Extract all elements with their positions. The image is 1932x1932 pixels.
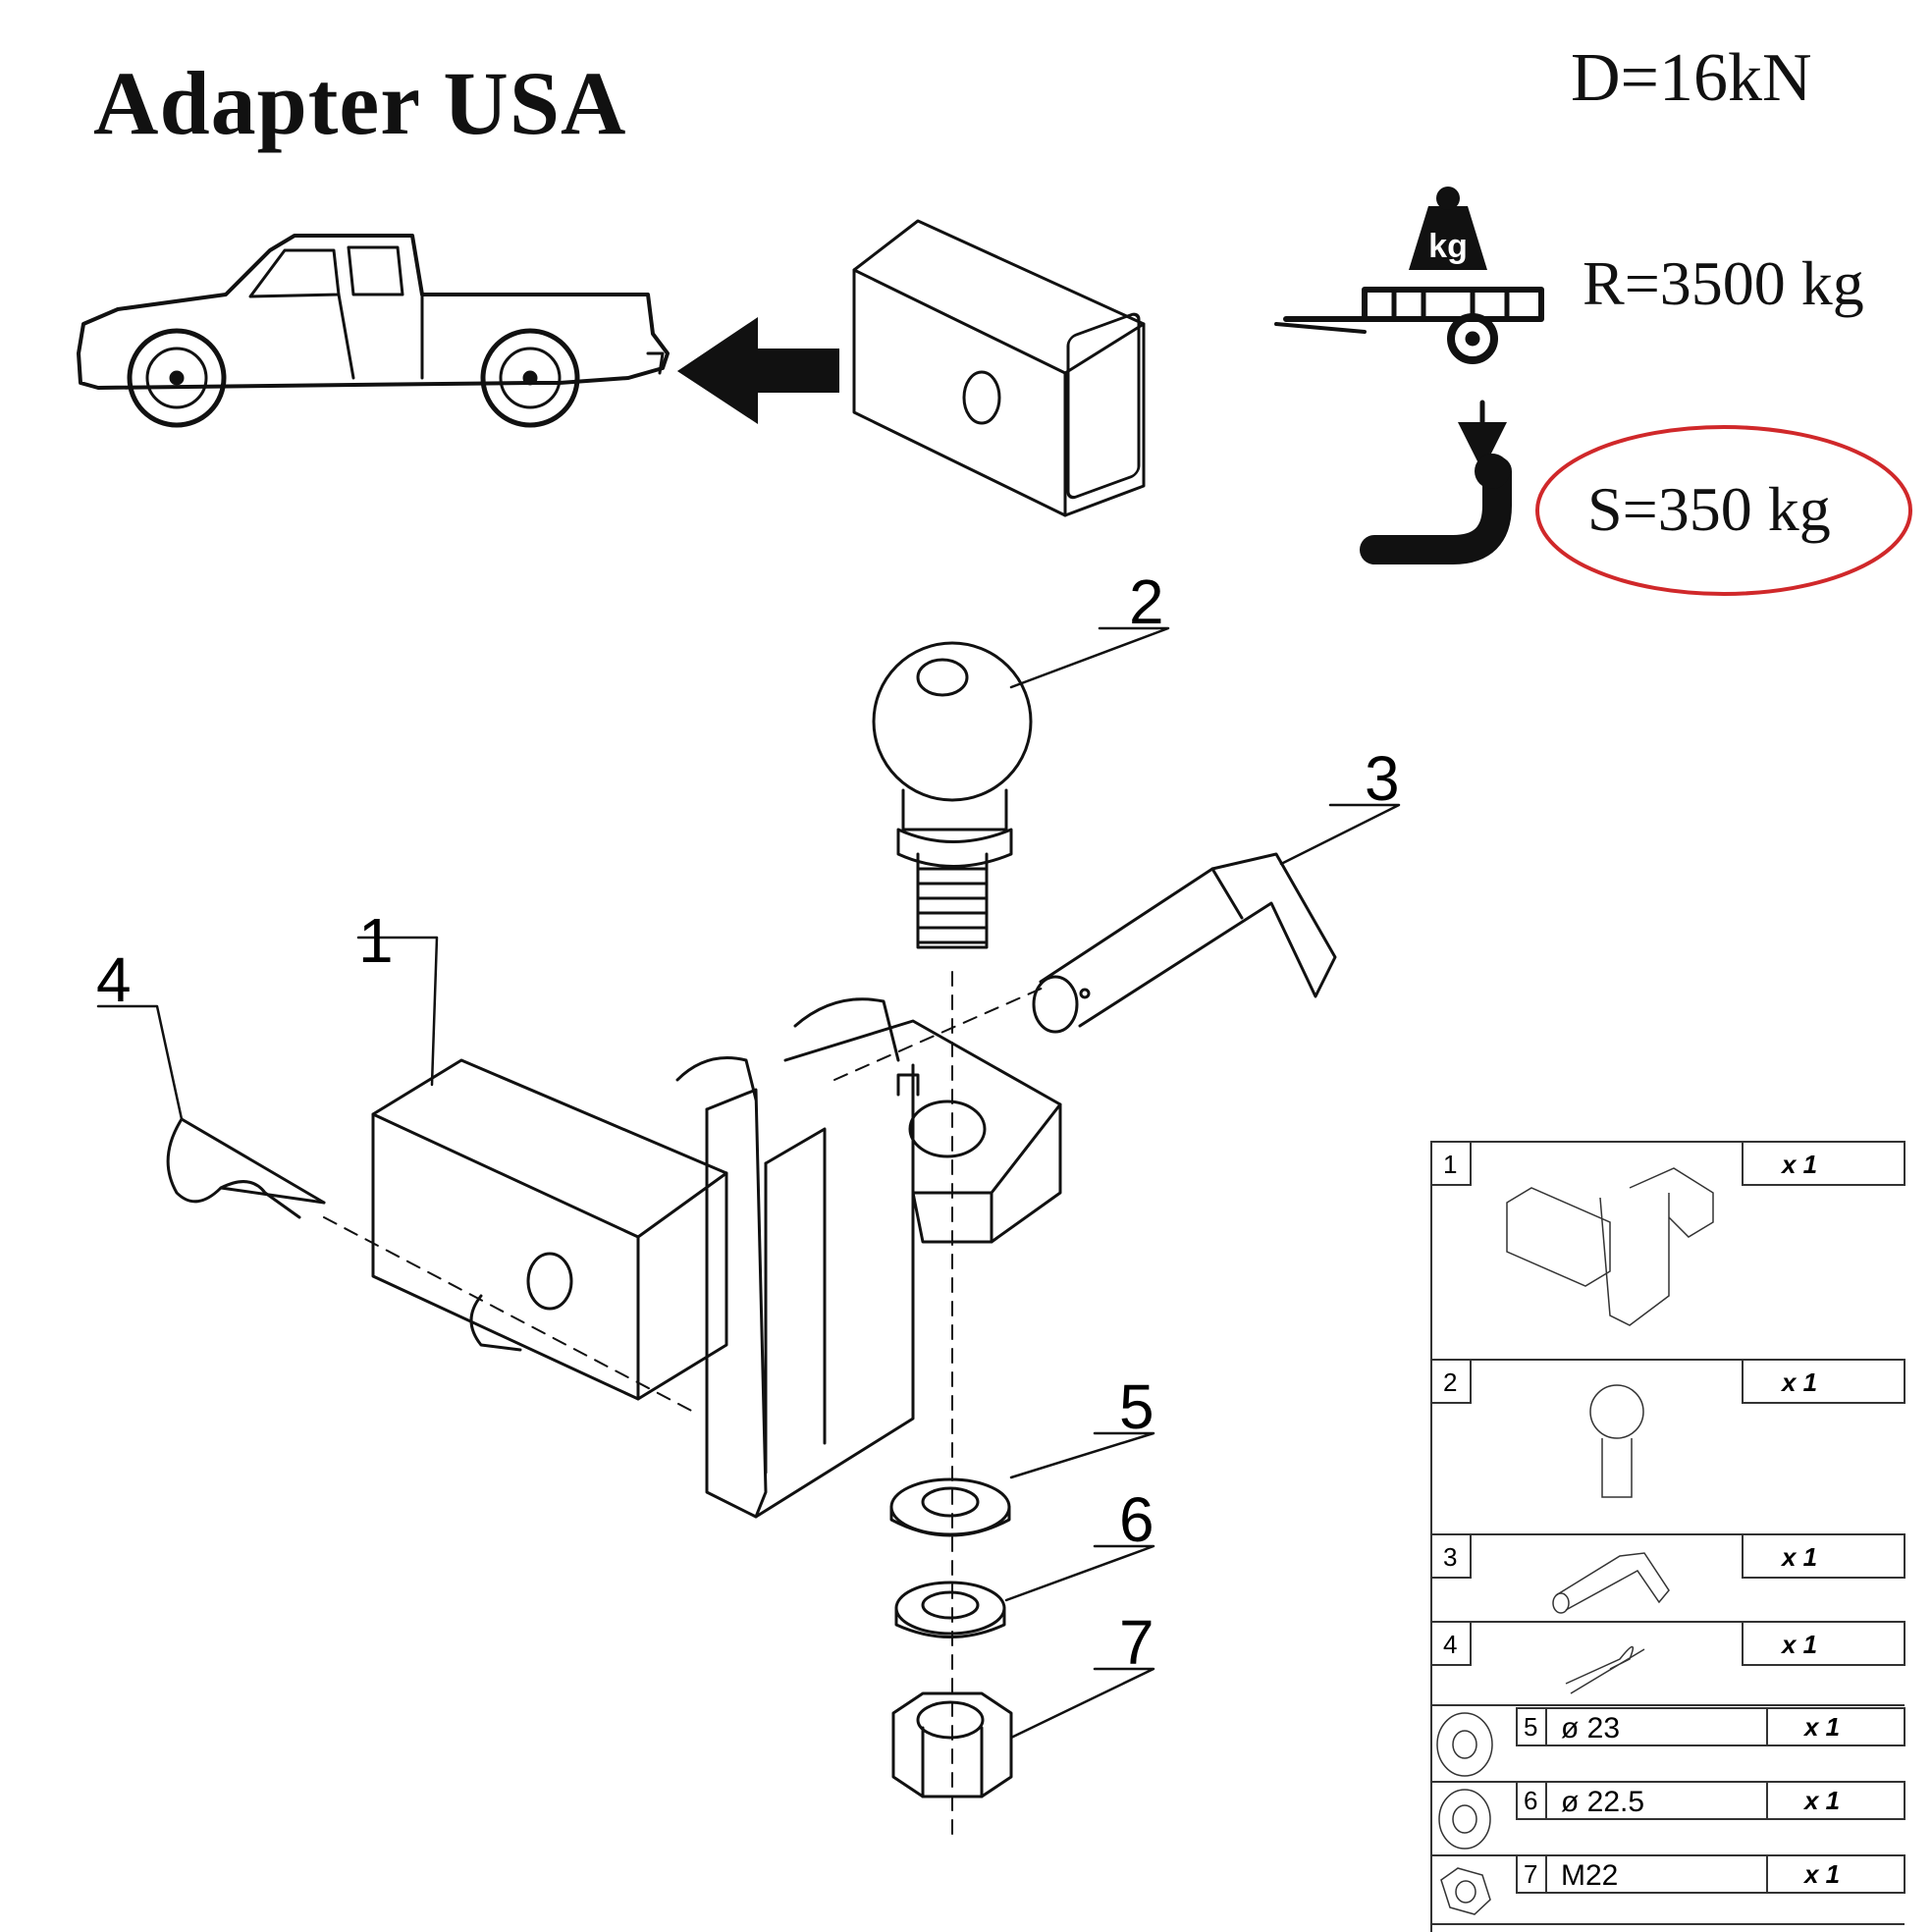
s-rating-highlight	[1535, 425, 1912, 596]
arrow-left-icon-head	[677, 317, 836, 424]
flat-washer-part	[889, 1477, 1011, 1537]
table-row-qty: x 1	[1780, 1150, 1817, 1179]
kg-label: kg	[1428, 228, 1468, 265]
receiver-tube-icon	[852, 219, 1146, 517]
callout-4: 4	[96, 944, 132, 1015]
table-row-qty: x 1	[1802, 1786, 1840, 1815]
trailer-weight-icon	[1274, 187, 1544, 364]
table-row-qty: x 1	[1802, 1712, 1840, 1742]
table-row-qty: x 1	[1780, 1542, 1817, 1572]
callout-1: 1	[358, 905, 394, 976]
spring-washer-part	[894, 1581, 1006, 1638]
hex-nut-part	[891, 1691, 1013, 1798]
parts-table	[1430, 1141, 1905, 1932]
table-row-num: 7	[1524, 1859, 1537, 1889]
thumb-ball-mount	[1506, 1167, 1714, 1326]
hitch-clip-part	[166, 1117, 326, 1219]
thumb-hitch-pin	[1552, 1552, 1670, 1614]
table-row-spec: ø 23	[1561, 1712, 1620, 1744]
rating-s: S=350 kg	[1587, 474, 1831, 544]
table-row-num: 6	[1524, 1786, 1537, 1815]
thumb-flat-washer	[1436, 1712, 1493, 1777]
table-row-spec: ø 22.5	[1561, 1786, 1644, 1818]
table-row-qty: x 1	[1780, 1630, 1817, 1659]
table-row-qty: x 1	[1780, 1368, 1817, 1397]
diagram-title: Adapter USA	[93, 53, 627, 153]
table-row-qty: x 1	[1802, 1859, 1840, 1889]
rating-r: R=3500 kg	[1583, 248, 1864, 318]
table-row-num: 2	[1443, 1368, 1457, 1397]
callout-2: 2	[1129, 566, 1164, 637]
table-row-num: 1	[1443, 1150, 1457, 1179]
tow-ball-load-icon	[1360, 400, 1512, 564]
hitch-pin-part	[1032, 852, 1337, 1034]
table-row-num: 3	[1443, 1542, 1457, 1572]
thumb-hitch-clip	[1565, 1645, 1645, 1694]
thumb-spring-washer	[1438, 1789, 1491, 1850]
callout-6: 6	[1119, 1484, 1154, 1555]
rating-d: D=16kN	[1571, 40, 1812, 116]
table-row-num: 4	[1443, 1630, 1457, 1659]
tow-ball-part	[872, 641, 1033, 949]
callout-3: 3	[1365, 743, 1400, 814]
callout-7: 7	[1119, 1607, 1154, 1678]
thumb-hex-nut	[1440, 1867, 1491, 1915]
thumb-tow-ball	[1589, 1384, 1644, 1498]
ball-mount-part	[371, 997, 1062, 1519]
callout-5: 5	[1119, 1371, 1154, 1442]
table-row-num: 5	[1524, 1712, 1537, 1742]
pickup-truck-icon	[77, 234, 670, 428]
parts-table-text: 1 x 1 2 x 1 3 x 1 4 x 1 5 ø 23 x 1 6 ø 2…	[1443, 1150, 1840, 1892]
table-row-spec: M22	[1561, 1859, 1618, 1892]
